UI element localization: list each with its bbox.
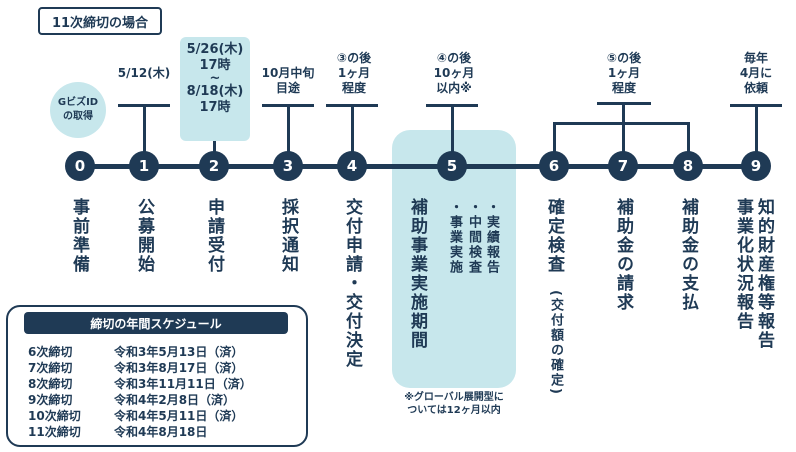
note-step5: ④の後 10ヶ月 以内※ [414,51,494,96]
note-step2: 5/26(木) 17時 ~ 8/18(木) 17時 [180,42,250,116]
connector-step3 [287,104,290,154]
step-1: 1 [129,151,159,181]
connector-step2 [213,141,216,155]
schedule-round: 11次締切 [28,425,81,439]
gbizid-line2: の取得 [63,111,93,122]
note-step4-line1: ③の後 [336,51,372,65]
note-step9-line3: 依頼 [743,81,768,95]
schedule-row: 8次締切 令和3年11月11日（済） [28,376,298,392]
note-step4-line3: 程度 [341,81,366,95]
label-step9-b: 事業化状況報告 [733,198,753,331]
label-step5-sub2: ・中間検査 [466,200,481,275]
note-step678-line2: 1ヶ月 [607,66,641,80]
note-step5-line1: ④の後 [436,51,472,65]
note-step678: ⑤の後 1ヶ月 程度 [584,51,664,96]
step-7: 7 [608,151,638,181]
note-step3-line1: 10月中旬 [261,66,315,80]
label-step6-sub: (交付額の確定) [548,290,563,396]
note-step5-line2: 10ヶ月 [433,66,475,80]
step-0: 0 [65,151,95,181]
period-end-date: 8/18(木) [186,84,244,99]
label-step7: 補助金の請求 [613,198,633,312]
connector-step6 [553,122,556,154]
label-step8: 補助金の支払 [678,198,698,312]
schedule-date: 令和4年5月11日（済） [114,409,244,423]
label-step6-main: 確定検査 [544,198,564,274]
bracket-step678 [553,122,690,125]
period-end-time: 17時 [199,100,231,115]
step-3: 3 [273,151,303,181]
period-start-time: 17時 [199,58,231,73]
note-step9-line2: 4月に [739,66,773,80]
schedule-row: 10次締切 令和4年5月11日（済） [28,408,298,424]
note-step9-line1: 毎年 [743,51,768,65]
note-step3: 10月中旬 目途 [250,66,326,96]
schedule-round: 9次締切 [28,393,73,407]
note-step9: 毎年 4月に 依頼 [724,51,788,96]
schedule-round: 10次締切 [28,409,81,423]
note-step678-line3: 程度 [611,81,636,95]
application-period-box [180,37,250,141]
label-step9-a: 知的財産権等報告 [754,198,774,350]
case-label: 11次締切の場合 [38,7,162,35]
schedule-date: 令和3年11月11日（済） [114,377,252,391]
schedule-list: 6次締切令和3年5月13日（済） 7次締切令和3年8月17日（済） 8次締切令和… [28,344,298,440]
connector-step7 [622,122,625,154]
schedule-row: 11次締切 令和4年8月18日 [28,424,298,440]
note-step5-line3: 以内※ [436,81,472,95]
schedule-round: 8次締切 [28,377,73,391]
timeline-line [70,164,760,169]
period-separator: ~ [209,71,221,86]
schedule-row: 7次締切 令和3年8月17日（済） [28,360,298,376]
label-step5-sub3: ・事業実施 [447,200,462,275]
label-step3: 採択通知 [278,198,298,274]
step-4: 4 [337,151,367,181]
label-step5-sub1: ・実績報告 [484,200,499,275]
schedule-title: 締切の年間スケジュール [24,312,288,334]
note-step4-line2: 1ヶ月 [337,66,371,80]
label-step1: 公募開始 [134,198,154,274]
note-step3-line2: 目途 [275,81,300,95]
step-6: 6 [539,151,569,181]
note-step1: 5/12(木) [117,66,171,80]
schedule-row: 9次締切 令和4年2月8日（済） [28,392,298,408]
label-step2: 申請受付 [204,198,224,274]
step-8: 8 [673,151,703,181]
connector-step5 [451,104,454,154]
footnote-line2: ついては12ヶ月以内 [407,405,501,416]
schedule-date: 令和4年2月8日（済） [114,393,236,407]
schedule-date: 令和4年8月18日 [114,425,208,439]
note-step4: ③の後 1ヶ月 程度 [316,51,392,96]
schedule-round: 6次締切 [28,345,73,359]
note-step678-line1: ⑤の後 [606,51,642,65]
schedule-round: 7次締切 [28,361,73,375]
label-step4: 交付申請・交付決定 [342,198,362,369]
schedule-row: 6次締切 令和3年5月13日（済） [28,344,298,360]
step-9: 9 [741,151,771,181]
gbizid-bubble: GビズID の取得 [50,82,106,138]
connector-step8 [687,122,690,154]
connector-step678-mid [622,102,625,124]
connector-step9 [755,104,758,154]
label-step0: 事前準備 [69,198,89,274]
gbizid-line1: GビズID [57,97,99,108]
schedule-date: 令和3年5月13日（済） [114,345,244,359]
label-step5-main: 補助事業実施期間 [407,198,427,350]
footnote-line1: ※グローバル展開型に [404,392,504,403]
connector-step4 [351,104,354,154]
connector-step1 [143,104,146,154]
step-5: 5 [437,151,467,181]
footnote: ※グローバル展開型に ついては12ヶ月以内 [392,391,516,417]
schedule-box [6,305,308,447]
period-start-date: 5/26(木) [186,42,244,57]
schedule-date: 令和3年8月17日（済） [114,361,244,375]
step-2: 2 [199,151,229,181]
